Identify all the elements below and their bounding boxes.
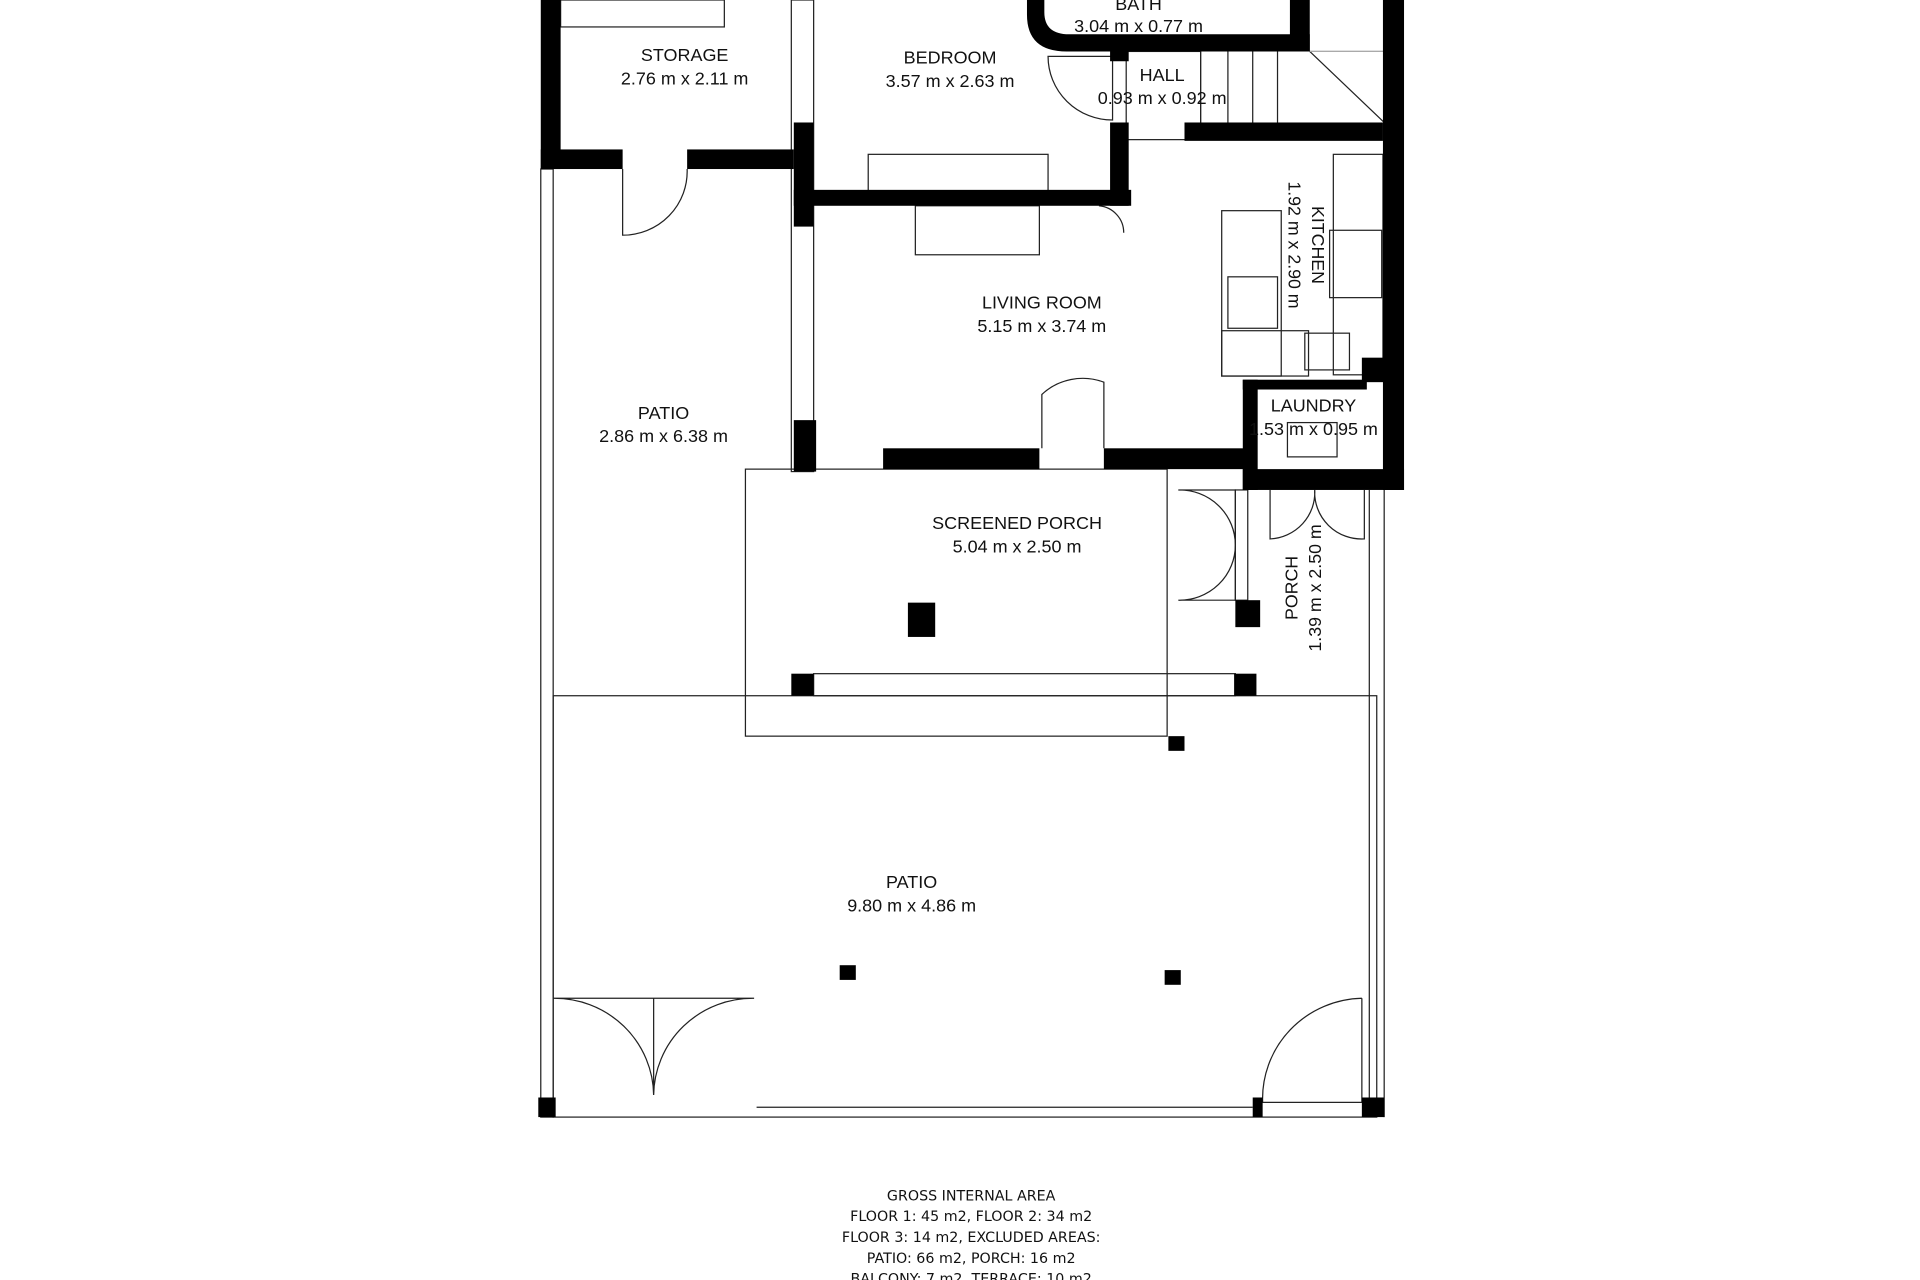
room-size: 9.80 m x 4.86 m xyxy=(847,895,976,915)
room-name: LAUNDRY xyxy=(1271,396,1357,416)
room-size: 5.15 m x 3.74 m xyxy=(977,316,1106,336)
room-size: 1.39 m x 2.50 m xyxy=(1305,524,1325,651)
walls xyxy=(538,0,1405,1118)
room-name: BATH xyxy=(1115,0,1162,14)
room-name: SCREENED PORCH xyxy=(932,513,1102,533)
area-line: GROSS INTERNAL AREA xyxy=(887,1188,1056,1204)
room-name: BEDROOM xyxy=(904,48,997,68)
room-size: 5.04 m x 2.50 m xyxy=(953,537,1082,557)
room-size: 2.76 m x 2.11 m xyxy=(621,69,749,89)
area-line: FLOOR 1: 45 m2, FLOOR 2: 34 m2 xyxy=(850,1209,1092,1225)
room-labels: STORAGE 2.76 m x 2.11 m BEDROOM 3.57 m x… xyxy=(599,0,1378,915)
thin-lines xyxy=(540,0,1385,1118)
area-line: PATIO: 66 m2, PORCH: 16 m2 xyxy=(867,1251,1076,1267)
room-name: STORAGE xyxy=(641,45,729,65)
room-name: HALL xyxy=(1140,65,1185,85)
room-name: PATIO xyxy=(886,872,937,892)
area-summary: GROSS INTERNAL AREA FLOOR 1: 45 m2, FLOO… xyxy=(842,1188,1101,1280)
room-size: 0.93 m x 0.92 m xyxy=(1098,88,1227,108)
room-size: 1.92 m x 2.90 m xyxy=(1285,181,1305,308)
doors xyxy=(553,55,1365,1104)
room-size: 1.53 m x 0.95 m xyxy=(1249,419,1378,439)
room-size: 2.86 m x 6.38 m xyxy=(599,426,728,446)
room-name: LIVING ROOM xyxy=(982,293,1102,313)
room-size: 3.04 m x 0.77 m xyxy=(1074,16,1203,36)
room-name: PATIO xyxy=(638,403,689,423)
room-size: 3.57 m x 2.63 m xyxy=(886,71,1015,91)
area-line: BALCONY: 7 m2, TERRACE: 10 m2 xyxy=(851,1272,1092,1280)
area-line: FLOOR 3: 14 m2, EXCLUDED AREAS: xyxy=(842,1230,1101,1246)
room-name: KITCHEN xyxy=(1308,206,1328,284)
room-name: PORCH xyxy=(1281,556,1301,620)
